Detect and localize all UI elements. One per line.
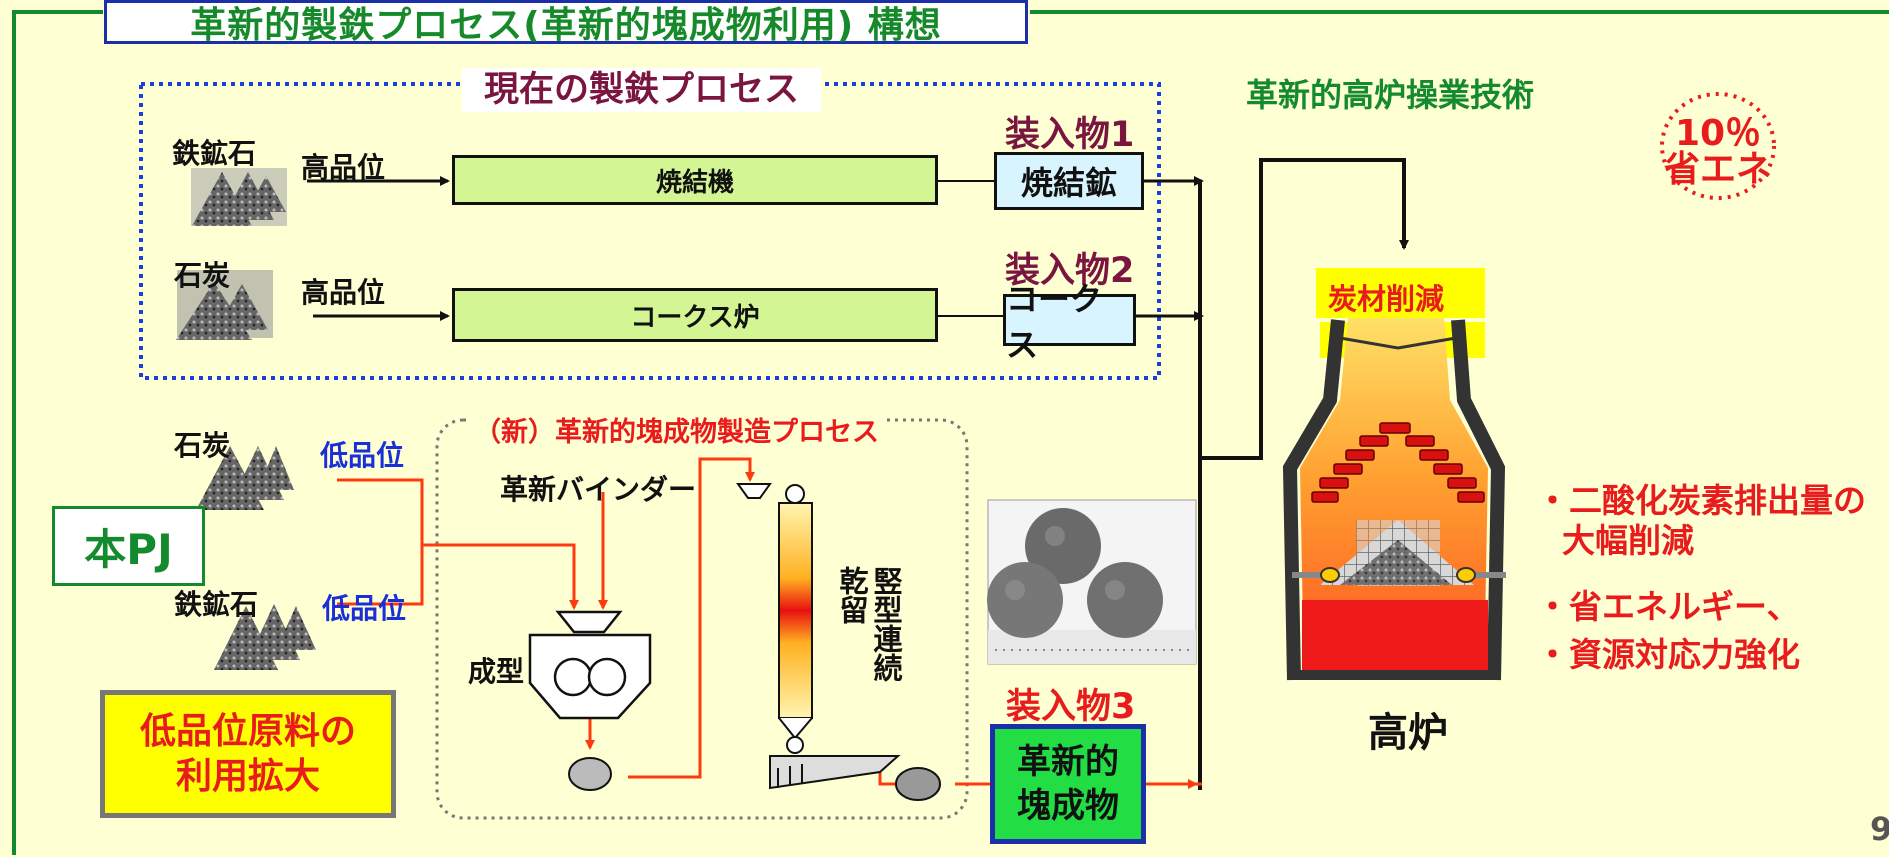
benefit-resources: ・資源対応力強化 — [1536, 635, 1800, 674]
carbon-reduction-label: 炭材削減 — [1328, 282, 1445, 316]
benefit-co2-cont: 大幅削減 — [1562, 521, 1694, 560]
agglomerate-line2: 塊成物 — [1017, 786, 1119, 826]
grade-label-2: 高品位 — [301, 276, 386, 309]
energy-saving-label: 省エネ — [1664, 149, 1773, 190]
shaft-furnace-label: 竪型連続乾留 — [835, 560, 903, 690]
low-grade-usage-line1: 低品位原料の — [139, 711, 356, 752]
coal-pile-2 — [196, 446, 294, 510]
ore-label-1: 鉄鉱石 — [172, 137, 257, 170]
ore-pile-1 — [191, 168, 287, 226]
coal-label-1: 石炭 — [174, 259, 231, 292]
molding-label: 成型 — [468, 655, 525, 688]
coal-label-2: 石炭 — [174, 429, 231, 462]
innovative-agglomerate-box: 革新的 塊成物 — [990, 724, 1146, 844]
saving-10-label: 10％ — [1674, 113, 1762, 154]
charge-label-3: 装入物3 — [1006, 687, 1136, 727]
sinter-ore-box: 焼結鉱 — [994, 152, 1144, 210]
coke-oven-box: コークス炉 — [452, 288, 938, 342]
low-grade-usage-box: 低品位原料の 利用拡大 — [100, 690, 396, 818]
binder-label: 革新バインダー — [500, 473, 697, 506]
project-box: 本PJ — [52, 506, 205, 586]
benefit-co2: ・二酸化炭素排出量の — [1536, 481, 1866, 520]
ore-label-2: 鉄鉱石 — [174, 588, 259, 621]
page-number: 9 — [1870, 810, 1889, 848]
blast-furnace-label: 高炉 — [1368, 710, 1448, 756]
low-grade-usage-line2: 利用拡大 — [175, 756, 320, 797]
shaft-furnace-text: 竪型連続乾留 — [835, 566, 903, 682]
low-grade-label-1: 低品位 — [320, 439, 405, 472]
charge-label-2: 装入物2 — [1005, 251, 1135, 291]
agglomerate-line1: 革新的 — [1017, 741, 1119, 782]
ore-pile-2 — [214, 604, 316, 670]
current-process-label: 現在の製鉄プロセス — [462, 68, 822, 112]
benefit-energy: ・省エネルギー、 — [1536, 587, 1800, 626]
grade-label-1: 高品位 — [301, 151, 386, 184]
slide-title: 革新的製鉄プロセス(革新的塊成物利用) 構想 — [104, 0, 1028, 46]
briquette-photo — [987, 499, 1197, 665]
low-grade-label-2: 低品位 — [322, 592, 407, 625]
furnace-tech-label: 革新的高炉操業技術 — [1246, 76, 1535, 114]
coal-pile-1 — [176, 270, 273, 340]
coke-box: コークス — [1003, 280, 1136, 364]
sintering-machine-box: 焼結機 — [452, 155, 938, 205]
charge-label-1: 装入物1 — [1005, 115, 1135, 155]
new-process-label: （新）革新的塊成物製造プロセス — [468, 410, 885, 449]
